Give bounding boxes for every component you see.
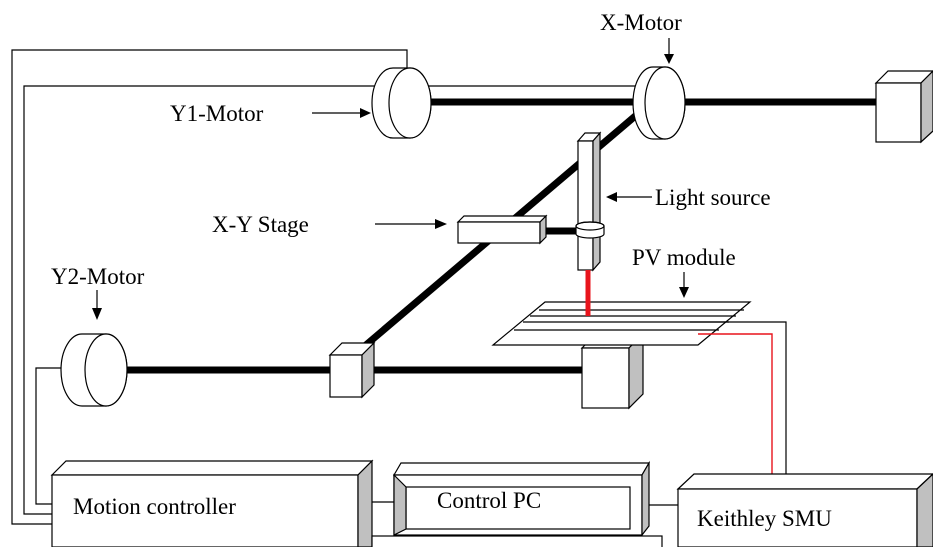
- control-pc: [371, 460, 663, 547]
- xy-stage-label: X-Y Stage: [212, 212, 309, 237]
- cable-x-motor: [11, 49, 640, 525]
- x-motor: [632, 66, 686, 140]
- y2-motor-label: Y2-Motor: [51, 264, 145, 289]
- smu-wires: [690, 321, 787, 474]
- light-source-label: Light source: [655, 185, 771, 210]
- red-wire: [698, 333, 773, 474]
- xy-stage: [456, 214, 548, 245]
- rail-carriage: [328, 341, 376, 399]
- motion-controller-label: Motion controller: [73, 494, 236, 519]
- x-motor-label: X-Motor: [600, 10, 682, 35]
- black-wire: [690, 321, 787, 474]
- pv-module: [491, 301, 752, 346]
- cable-y2-motor: [35, 367, 66, 505]
- motion-controller: [50, 459, 374, 547]
- y2-motor: [60, 333, 128, 407]
- label-arrows: [92, 38, 689, 320]
- keithley-smu: [676, 473, 933, 547]
- y1-motor-label: Y1-Motor: [170, 101, 264, 126]
- cable-y1-motor: [23, 85, 380, 515]
- keithley-smu-label: Keithley SMU: [697, 506, 832, 531]
- x-end-block: [874, 70, 933, 144]
- pv-module-label: PV module: [632, 245, 736, 270]
- y1-motor: [371, 67, 432, 139]
- rails: [122, 98, 876, 374]
- control-pc-label: Control PC: [437, 488, 541, 513]
- controller-cables: [11, 49, 640, 525]
- light-source: [575, 131, 605, 272]
